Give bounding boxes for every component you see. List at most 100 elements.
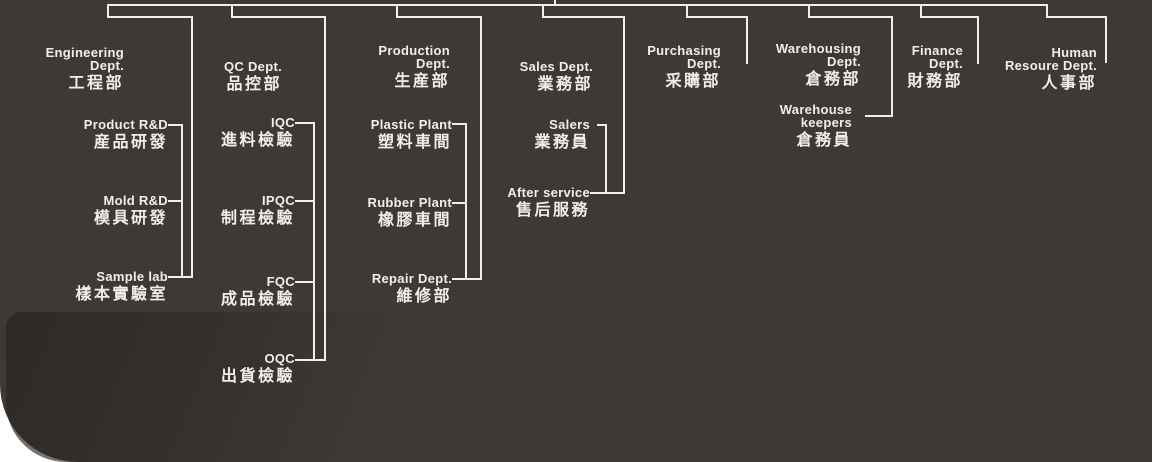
unit-iqc-zh: 進料檢驗	[220, 132, 295, 149]
unit-label-warehouse-keepers: Warehouse keepers 倉務員	[780, 103, 852, 150]
unit-oqc-en: OQC	[264, 351, 295, 366]
unit-label-oqc: OQC 出貨檢驗	[221, 352, 295, 386]
connector-warehousing-vert	[891, 16, 893, 117]
dept-hr-name-zh: 人事部	[1041, 75, 1097, 92]
connector-tick-salers	[597, 124, 607, 126]
connector-tick-sample-lab	[168, 276, 193, 278]
connector-hr-vert	[1105, 16, 1107, 63]
unit-fqc-en: FQC	[266, 274, 295, 289]
unit-sample-lab-en: Sample lab	[96, 269, 168, 284]
dept-label-production: Production Dept. 生産部	[378, 44, 450, 91]
connector-tick-product-rd	[168, 124, 183, 126]
connector-tick-warehouse-keepers	[865, 115, 893, 117]
dept-finance-name-en: Finance Dept.	[911, 43, 963, 71]
dept-label-qc: QC Dept. 品控部	[224, 60, 282, 94]
dept-engineering-name-en: Engineering Dept.	[45, 45, 124, 73]
dept-label-purchasing: Purchasing Dept. 采購部	[647, 44, 721, 91]
unit-repair-dept-en: Repair Dept.	[371, 271, 452, 286]
connector-production-drop	[396, 4, 398, 18]
unit-repair-dept-zh: 維修部	[396, 288, 452, 305]
unit-after-service-zh: 售后服務	[515, 202, 590, 219]
connector-sales-drop	[542, 4, 544, 18]
connector-qc-vert	[324, 16, 326, 361]
unit-label-fqc: FQC 成品檢驗	[221, 275, 295, 309]
connector-parent-stub	[554, 0, 556, 6]
unit-fqc-zh: 成品檢驗	[220, 291, 295, 308]
unit-rubber-plant-en: Rubber Plant	[367, 195, 452, 210]
unit-label-iqc: IQC 進料檢驗	[221, 116, 295, 150]
bottom-left-corner-shade	[6, 312, 526, 462]
connector-warehousing-drop	[808, 4, 810, 18]
connector-engineering-drop	[107, 4, 109, 18]
connector-hr-drop	[1046, 4, 1048, 18]
connector-hr-horiz	[1046, 16, 1107, 18]
unit-label-repair-dept: Repair Dept. 維修部	[372, 272, 452, 306]
connector-production-bracket	[465, 123, 467, 280]
unit-warehouse-keepers-zh: 倉務員	[796, 132, 852, 149]
unit-label-after-service: After service 售后服務	[507, 186, 590, 220]
dept-label-engineering: Engineering Dept. 工程部	[46, 46, 124, 93]
connector-tick-repair-dept	[452, 278, 482, 280]
dept-label-warehousing: Warehousing Dept. 倉務部	[776, 42, 861, 89]
connector-tick-ipqc	[295, 200, 315, 202]
connector-tick-mold-rd	[168, 200, 183, 202]
dept-label-sales: Sales Dept. 業務部	[520, 60, 593, 94]
connector-sales-horiz	[542, 16, 625, 18]
unit-product-rd-en: Product R&D	[83, 117, 168, 132]
unit-label-plastic-plant: Plastic Plant 塑料車間	[371, 118, 452, 152]
unit-label-rubber-plant: Rubber Plant 橡膠車間	[368, 196, 453, 230]
connector-tick-rubber-plant	[452, 202, 467, 204]
dept-purchasing-name-zh: 采購部	[665, 73, 721, 90]
dept-sales-name-zh: 業務部	[537, 76, 593, 93]
unit-product-rd-zh: 産品研發	[93, 134, 168, 151]
dept-warehousing-name-en: Warehousing Dept.	[775, 41, 861, 69]
unit-label-product-rd: Product R&D 産品研發	[84, 118, 168, 152]
connector-purchasing-horiz	[686, 16, 748, 18]
unit-label-ipqc: IPQC 制程檢驗	[221, 194, 295, 228]
dept-label-finance: Finance Dept. 財務部	[907, 44, 963, 91]
connector-engineering-horiz	[107, 16, 193, 18]
dept-warehousing-name-zh: 倉務部	[805, 71, 861, 88]
connector-finance-horiz	[920, 16, 979, 18]
unit-plastic-plant-zh: 塑料車間	[377, 134, 452, 151]
connector-warehousing-horiz	[808, 16, 893, 18]
unit-mold-rd-zh: 模具研發	[93, 210, 168, 227]
unit-label-salers: Salers 業務員	[534, 118, 590, 152]
connector-qc-drop	[231, 4, 233, 18]
dept-sales-name-en: Sales Dept.	[519, 59, 593, 74]
dept-finance-name-zh: 財務部	[907, 73, 963, 90]
connector-purchasing-drop	[686, 4, 688, 18]
connector-qc-horiz	[231, 16, 326, 18]
connector-tick-plastic-plant	[452, 123, 467, 125]
unit-ipqc-en: IPQC	[262, 193, 295, 208]
unit-warehouse-keepers-en: Warehouse keepers	[779, 102, 852, 130]
unit-sample-lab-zh: 樣本實驗室	[75, 286, 168, 303]
unit-label-sample-lab: Sample lab 樣本實驗室	[75, 270, 168, 304]
unit-salers-en: Salers	[549, 117, 590, 132]
connector-tick-after-service	[590, 192, 625, 194]
dept-hr-name-en: Human Resoure Dept.	[1004, 45, 1097, 73]
unit-mold-rd-en: Mold R&D	[103, 193, 168, 208]
unit-oqc-zh: 出貨檢驗	[220, 368, 295, 385]
dept-qc-name-en: QC Dept.	[223, 59, 282, 74]
connector-tick-fqc	[295, 281, 315, 283]
connector-sales-bracket	[605, 124, 607, 194]
unit-after-service-en: After service	[507, 185, 590, 200]
connector-finance-drop	[920, 4, 922, 18]
connector-engineering-vert	[191, 16, 193, 278]
dept-production-name-en: Production Dept.	[378, 43, 450, 71]
dept-qc-name-zh: 品控部	[226, 76, 282, 93]
connector-production-vert	[480, 16, 482, 280]
unit-plastic-plant-en: Plastic Plant	[370, 117, 452, 132]
dept-production-name-zh: 生産部	[394, 73, 450, 90]
unit-iqc-en: IQC	[270, 115, 295, 130]
unit-salers-zh: 業務員	[534, 134, 590, 151]
dept-purchasing-name-en: Purchasing Dept.	[647, 43, 721, 71]
connector-finance-vert	[977, 16, 979, 64]
connector-tick-iqc	[295, 122, 315, 124]
connector-tick-oqc	[295, 359, 326, 361]
dept-label-hr: Human Resoure Dept. 人事部	[1005, 46, 1097, 93]
unit-ipqc-zh: 制程檢驗	[220, 210, 295, 227]
connector-sales-vert	[623, 16, 625, 194]
unit-rubber-plant-zh: 橡膠車間	[377, 212, 452, 229]
